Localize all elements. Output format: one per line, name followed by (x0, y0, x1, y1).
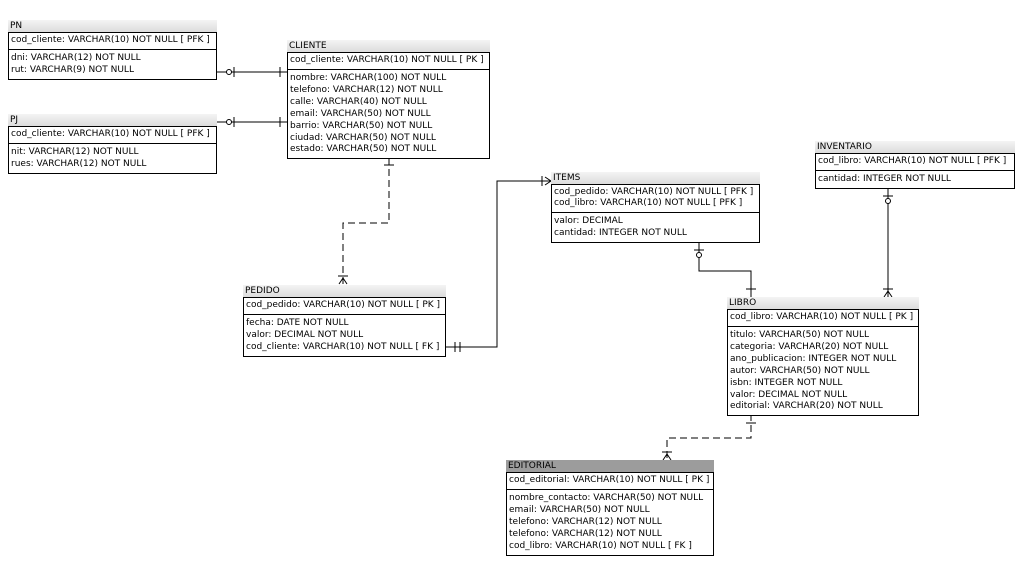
entity-body: cod_pedido: VARCHAR(10) NOT NULL [ PK ] f… (243, 297, 446, 357)
attribute: rut: VARCHAR(9) NOT NULL (11, 64, 134, 75)
pk-attribute: cod_cliente: VARCHAR(10) NOT NULL [ PFK … (11, 35, 210, 45)
pk-attribute: cod_pedido: VARCHAR(10) NOT NULL [ PK ] (246, 300, 441, 310)
crows-foot (883, 290, 893, 298)
attribute: rues: VARCHAR(12) NOT NULL (11, 158, 147, 169)
attribute: cod_cliente: VARCHAR(10) NOT NULL [ FK ] (246, 341, 440, 352)
crows-foot (662, 453, 672, 461)
attribute: cod_libro: VARCHAR(10) NOT NULL [ FK ] (509, 540, 692, 551)
pk-attribute: cod_cliente: VARCHAR(10) NOT NULL [ PK ] (290, 55, 484, 65)
entity-body: cod_cliente: VARCHAR(10) NOT NULL [ PFK … (8, 126, 217, 174)
attribute: cantidad: INTEGER NOT NULL (554, 227, 687, 238)
crows-foot (544, 176, 552, 186)
pk-attribute: cod_libro: VARCHAR(10) NOT NULL [ PK ] (730, 312, 914, 322)
attribute: cantidad: INTEGER NOT NULL (818, 174, 951, 184)
primary-key-section: cod_cliente: VARCHAR(10) NOT NULL [ PFK … (9, 127, 216, 144)
attribute-section: cantidad: INTEGER NOT NULL (816, 171, 1014, 188)
attribute: nombre_contacto: VARCHAR(50) NOT NULL (509, 493, 704, 503)
entity-body: cod_libro: VARCHAR(10) NOT NULL [ PK ] ti… (727, 309, 919, 417)
entity-body: cod_cliente: VARCHAR(10) NOT NULL [ PFK … (8, 32, 217, 80)
pk-attribute: cod_libro: VARCHAR(10) NOT NULL [ PFK ] (554, 198, 743, 208)
entity-body: cod_libro: VARCHAR(10) NOT NULL [ PFK ] c… (815, 153, 1015, 189)
attribute: telefono: VARCHAR(12) NOT NULL (509, 528, 662, 539)
pk-attribute: cod_pedido: VARCHAR(10) NOT NULL [ PFK ] (554, 187, 754, 197)
entity-title: PN (8, 20, 217, 32)
attribute: estado: VARCHAR(50) NOT NULL (290, 144, 437, 155)
attribute: nit: VARCHAR(12) NOT NULL (11, 147, 139, 157)
attribute: email: VARCHAR(50) NOT NULL (509, 504, 650, 515)
attribute: autor: VARCHAR(50) NOT NULL (730, 365, 870, 376)
attribute: isbn: INTEGER NOT NULL (730, 377, 843, 388)
zero-circle (226, 69, 232, 75)
entity-title: INVENTARIO (815, 141, 1015, 153)
primary-key-section: cod_editorial: VARCHAR(10) NOT NULL [ PK… (507, 473, 713, 490)
entity-title: ITEMS (551, 172, 760, 184)
entity-body: cod_cliente: VARCHAR(10) NOT NULL [ PK ]… (287, 52, 490, 160)
entity-pj[interactable]: PJ cod_cliente: VARCHAR(10) NOT NULL [ PF… (8, 114, 217, 174)
primary-key-section: cod_libro: VARCHAR(10) NOT NULL [ PFK ] (816, 154, 1014, 171)
attribute: categoria: VARCHAR(20) NOT NULL (730, 341, 889, 352)
attribute: calle: VARCHAR(40) NOT NULL (290, 96, 427, 107)
primary-key-section: cod_libro: VARCHAR(10) NOT NULL [ PK ] (728, 310, 918, 327)
attribute: valor: DECIMAL (554, 216, 623, 226)
entity-body: cod_pedido: VARCHAR(10) NOT NULL [ PFK ]… (551, 184, 760, 243)
attribute: ano_publicacion: INTEGER NOT NULL (730, 353, 897, 364)
crows-foot (338, 277, 348, 285)
entity-title: EDITORIAL (506, 460, 714, 472)
attribute: titulo: VARCHAR(50) NOT NULL (730, 330, 870, 340)
entity-title: PEDIDO (243, 285, 446, 297)
attribute: telefono: VARCHAR(12) NOT NULL (509, 516, 662, 527)
attribute: email: VARCHAR(50) NOT NULL (290, 108, 431, 119)
entity-title: PJ (8, 114, 217, 126)
entity-title: CLIENTE (287, 40, 490, 52)
attribute: valor: DECIMAL NOT NULL (730, 389, 848, 400)
relationship-libro-editorial (666, 414, 752, 460)
primary-key-section: cod_cliente: VARCHAR(10) NOT NULL [ PFK … (9, 33, 216, 50)
primary-key-section: cod_pedido: VARCHAR(10) NOT NULL [ PK ] (244, 298, 445, 315)
attribute: telefono: VARCHAR(12) NOT NULL (290, 84, 443, 95)
attribute: valor: DECIMAL NOT NULL (246, 329, 364, 340)
pk-attribute: cod_libro: VARCHAR(10) NOT NULL [ PFK ] (818, 156, 1007, 166)
attribute: dni: VARCHAR(12) NOT NULL (11, 53, 141, 63)
zero-circle (696, 252, 702, 258)
primary-key-section: cod_cliente: VARCHAR(10) NOT NULL [ PK ] (288, 53, 489, 70)
attribute: editorial: VARCHAR(20) NOT NULL (730, 401, 883, 412)
attribute: nombre: VARCHAR(100) NOT NULL (290, 73, 447, 83)
entity-pn[interactable]: PN cod_cliente: VARCHAR(10) NOT NULL [ PF… (8, 20, 217, 80)
entity-body: cod_editorial: VARCHAR(10) NOT NULL [ PK… (506, 472, 714, 556)
zero-circle (226, 119, 232, 125)
pk-attribute: cod_cliente: VARCHAR(10) NOT NULL [ PFK … (11, 129, 210, 139)
relationship-cliente-pedido (342, 158, 390, 284)
entity-title: LIBRO (727, 297, 919, 309)
relationship-pedido-items (446, 180, 551, 348)
zero-circle (885, 198, 891, 204)
pk-attribute: cod_editorial: VARCHAR(10) NOT NULL [ PK… (509, 475, 710, 485)
relationship-items-libro (698, 243, 752, 297)
entity-editorial[interactable]: EDITORIAL cod_editorial: VARCHAR(10) NOT … (506, 460, 714, 556)
attribute: fecha: DATE NOT NULL (246, 318, 349, 328)
attribute: barrio: VARCHAR(50) NOT NULL (290, 120, 433, 131)
primary-key-section: cod_pedido: VARCHAR(10) NOT NULL [ PFK ]… (552, 185, 759, 213)
attribute: ciudad: VARCHAR(50) NOT NULL (290, 132, 436, 143)
